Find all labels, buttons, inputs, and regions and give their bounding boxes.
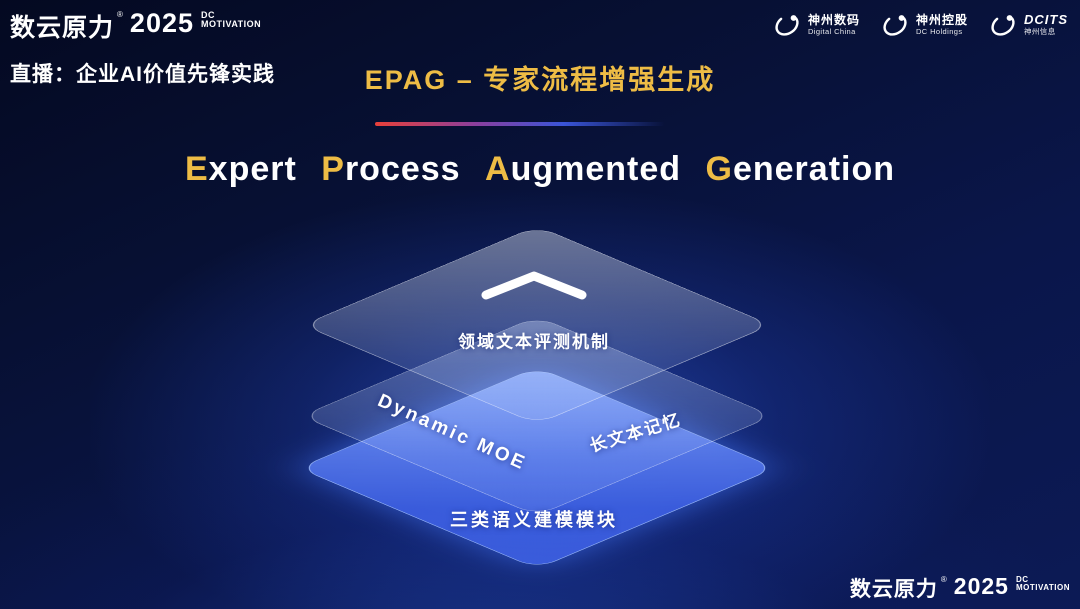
brand-sub-motivation: MOTIVATION: [1015, 583, 1070, 593]
logo-text: DCITS 神州信息: [1024, 12, 1068, 37]
registered-mark: ®: [117, 10, 123, 19]
logo-dcits: DCITS 神州信息: [988, 10, 1068, 40]
subtitle-expanded-acronym: Expert Process Augmented Generation: [178, 150, 902, 189]
logo-title: 神州控股: [915, 12, 968, 27]
subtitle-word: Generation: [705, 150, 896, 188]
registered-mark: ®: [940, 575, 947, 584]
subtitle-word: Expert: [184, 150, 297, 188]
logo-subtitle: Digital China: [807, 26, 856, 36]
swoosh-icon: [991, 14, 1015, 36]
brand-sub-dc: DC: [201, 10, 215, 20]
logo-digital-china: 神州数码 Digital China: [772, 10, 860, 40]
subtitle-word: Process: [321, 150, 461, 188]
top-layer-label: 领域文本评测机制: [458, 332, 610, 352]
logo-text: 神州控股 DC Holdings: [915, 12, 968, 36]
bottom-layer-label: 三类语义建模模块: [450, 510, 618, 530]
brand-sub: DC MOTIVATION: [201, 10, 262, 30]
logo-title: 神州数码: [807, 12, 860, 27]
live-stream-label: 直播：企业AI价值先锋实践: [10, 63, 275, 86]
logo-dc-holdings: 神州控股 DC Holdings: [880, 10, 968, 40]
logo-subtitle: 神州信息: [1024, 27, 1056, 37]
subtitle-word: Augmented: [485, 150, 682, 188]
logo-subtitle: DC Holdings: [915, 26, 963, 36]
layer-stack-diagram: 领域文本评测机制 Dynamic MOE 长文本记忆 三类语义建模模块: [297, 225, 777, 573]
page-title: EPAG – 专家流程增强生成: [364, 65, 716, 95]
brand-sub-motivation: MOTIVATION: [201, 19, 262, 30]
brand-year: 2025: [129, 8, 194, 38]
brand-logo-bottom-right: 数云原力 ® 2025 DC MOTIVATION: [850, 573, 1070, 603]
brand-wordmark: 数云原力: [849, 578, 938, 601]
logo-title: DCITS: [1024, 12, 1068, 28]
brand-logo-top-left: 数云原力 ® 2025 DC MOTIVATION: [10, 8, 261, 44]
brand-sub-dc: DC: [1015, 575, 1029, 584]
brand-year: 2025: [953, 573, 1009, 599]
corporate-logos: 神州数码 Digital China 神州控股 DC Holdings DCIT…: [772, 10, 1068, 40]
logo-text: 神州数码 Digital China: [807, 12, 860, 36]
gradient-divider: [375, 122, 665, 126]
swoosh-icon: [883, 14, 907, 36]
brand-wordmark: 数云原力: [10, 14, 115, 42]
swoosh-icon: [775, 14, 799, 36]
chevron-up-icon: [481, 271, 587, 300]
brand-sub: DC MOTIVATION: [1015, 575, 1070, 593]
